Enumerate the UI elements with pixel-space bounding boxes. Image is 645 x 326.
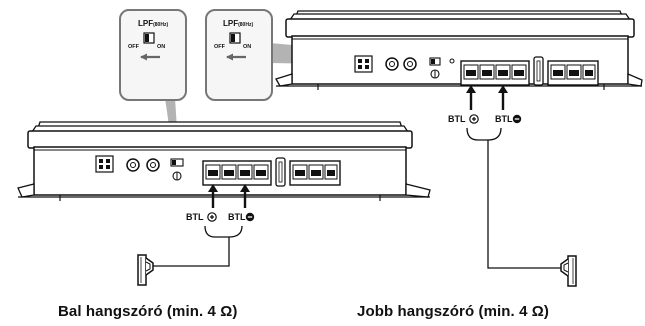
right-btl-minus-arrow (498, 85, 508, 110)
left-gain-knob[interactable] (172, 171, 182, 181)
svg-text:BTL: BTL (448, 114, 466, 124)
left-fuse (275, 157, 286, 187)
right-lpf-switch[interactable] (429, 57, 441, 66)
lpf-callout-left: LPF(80Hz) OFF ON (119, 9, 187, 101)
right-status-led (449, 58, 455, 64)
svg-text:BTL: BTL (186, 212, 204, 222)
right-btl-plus-label: BTL (448, 114, 479, 124)
svg-text:LPF(80Hz): LPF(80Hz) (223, 19, 253, 28)
svg-text:BTL: BTL (495, 114, 513, 124)
right-speaker (560, 255, 577, 287)
right-gain-knob[interactable] (430, 69, 440, 79)
left-btl-minus-arrow (240, 184, 250, 208)
left-speaker-terminal-block (202, 160, 272, 186)
left-speaker (137, 254, 154, 286)
lpf-switch-knob (145, 34, 149, 42)
right-fuse (533, 56, 544, 86)
right-speaker-caption: Jobb hangszóró (min. 4 Ω) (357, 303, 550, 320)
left-speaker-caption: Bal hangszóró (min. 4 Ω) (58, 303, 238, 320)
right-power-connector (354, 55, 373, 73)
left-power-terminal-block (289, 160, 341, 186)
left-speaker-wire (153, 225, 243, 267)
svg-text:OFF: OFF (128, 44, 140, 50)
svg-text:LPF(80Hz): LPF(80Hz) (138, 19, 168, 28)
left-btl-minus-label: BTL (228, 212, 255, 222)
left-rca-input-jacks (126, 158, 160, 172)
right-btl-minus-label: BTL (495, 114, 522, 124)
left-btl-plus-arrow (208, 184, 218, 208)
left-lpf-switch[interactable] (170, 158, 184, 167)
lpf-callout-right: LPF(80Hz) OFF ON (205, 9, 273, 101)
right-rca-input-jacks (385, 57, 417, 71)
svg-text:BTL: BTL (228, 212, 246, 222)
svg-text:ON: ON (243, 44, 251, 50)
lpf-switch-knob (231, 34, 235, 42)
right-speaker-wire (466, 127, 562, 269)
svg-text:OFF: OFF (214, 44, 226, 50)
left-btl-plus-label: BTL (186, 212, 217, 222)
left-power-connector (95, 155, 114, 173)
arrow-left-icon (226, 53, 233, 61)
right-power-terminal-block (547, 60, 599, 86)
right-btl-plus-arrow (466, 85, 476, 110)
right-speaker-terminal-block (460, 60, 530, 86)
svg-text:ON: ON (157, 44, 165, 50)
arrow-left-icon (140, 53, 147, 61)
